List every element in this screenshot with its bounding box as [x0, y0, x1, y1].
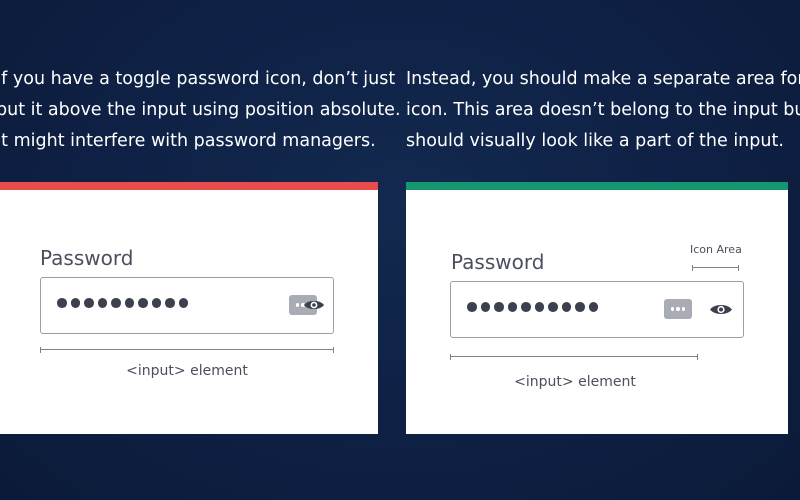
password-dot	[70, 298, 80, 308]
password-dot	[124, 298, 134, 308]
eye-icon[interactable]	[709, 302, 733, 317]
password-dot	[138, 298, 148, 308]
input-element-bracket	[450, 354, 698, 360]
password-label: Password	[40, 246, 134, 270]
right-caption-line: Instead, you should make a separate area…	[406, 69, 800, 89]
input-element-note: <input> element	[126, 363, 248, 379]
password-dot	[165, 298, 175, 308]
left-caption-line: put it above the input using position ab…	[0, 100, 401, 120]
password-input[interactable]	[450, 281, 744, 338]
left-caption-line: If you have a toggle password icon, don’…	[0, 69, 396, 89]
password-dot	[57, 298, 67, 308]
password-dot	[111, 298, 121, 308]
icon-area-note: Icon Area	[690, 243, 742, 256]
password-dots	[57, 298, 188, 308]
password-dot	[151, 298, 161, 308]
right-caption: Instead, you should make a separate area…	[406, 64, 800, 157]
bad-example-card: Password <input> element	[0, 182, 378, 434]
password-manager-icon[interactable]	[664, 299, 692, 319]
right-caption-line: should visually look like a part of the …	[406, 131, 784, 151]
left-caption: If you have a toggle password icon, don’…	[0, 64, 401, 157]
input-element-bracket	[40, 347, 334, 353]
password-input[interactable]	[40, 277, 334, 334]
input-element-note: <input> element	[514, 374, 636, 390]
password-dot	[521, 302, 531, 312]
password-dot	[575, 302, 585, 312]
password-dot	[588, 302, 598, 312]
password-dot	[480, 302, 490, 312]
left-caption-line: It might interfere with password manager…	[0, 131, 376, 151]
right-caption-line: icon. This area doesn’t belong to the in…	[406, 100, 800, 120]
password-dots	[467, 302, 598, 312]
password-dot	[467, 302, 477, 312]
password-dot	[548, 302, 558, 312]
password-dot	[561, 302, 571, 312]
password-dot	[534, 302, 544, 312]
password-dot	[97, 298, 107, 308]
password-dot	[494, 302, 504, 312]
eye-icon[interactable]	[303, 298, 325, 312]
password-dot	[84, 298, 94, 308]
good-example-card: Password Icon Area <input> element	[406, 182, 788, 434]
password-dot	[507, 302, 517, 312]
password-dot	[178, 298, 188, 308]
password-label: Password	[451, 250, 545, 274]
icon-area-bracket	[692, 265, 739, 271]
